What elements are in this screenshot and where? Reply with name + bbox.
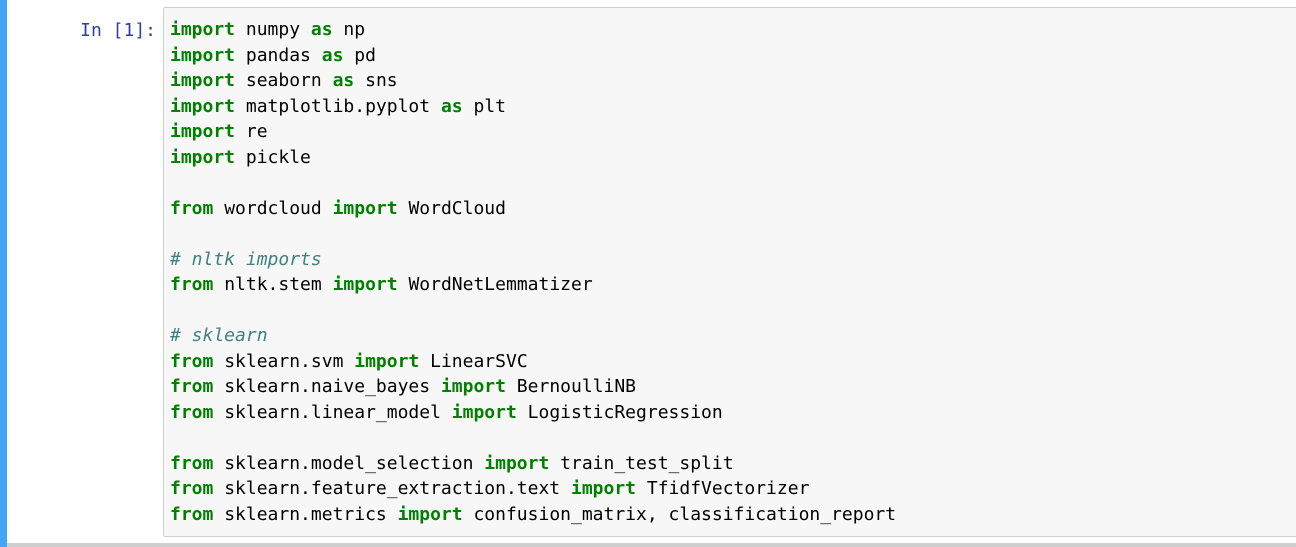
code-input-area[interactable] xyxy=(163,7,1296,537)
keyword-token: from xyxy=(170,197,214,219)
code-line: from nltk.stem import WordNetLemmatizer xyxy=(170,272,896,298)
code-token: sklearn.naive_bayes xyxy=(213,376,441,397)
keyword-token: import xyxy=(570,478,637,499)
code-line: # nltk imports xyxy=(170,247,896,273)
keyword-token: import xyxy=(332,274,398,295)
code-token: numpy xyxy=(235,19,311,40)
code-token: LogisticRegression xyxy=(516,401,723,423)
blank-code-line xyxy=(170,170,896,196)
keyword-token: import xyxy=(170,19,236,40)
keyword-token: import xyxy=(397,503,463,525)
code-token: matplotlib.pyplot xyxy=(235,95,441,117)
keyword-token: as xyxy=(332,70,355,91)
keyword-token: import xyxy=(170,146,236,168)
code-token: pickle xyxy=(235,146,311,168)
cell-selection-indicator xyxy=(0,0,7,547)
blank-code-line xyxy=(170,221,896,247)
code-token: confusion_matrix, classification_report xyxy=(462,503,897,525)
input-prompt: In [1]: xyxy=(80,20,156,41)
code-line: from sklearn.feature_extraction.text imp… xyxy=(170,476,896,502)
code-line: import matplotlib.pyplot as plt xyxy=(170,94,896,120)
keyword-token: from xyxy=(170,274,214,295)
code-token: train_test_split xyxy=(549,452,734,474)
code-line: from sklearn.svm import LinearSVC xyxy=(170,349,896,375)
keyword-token: import xyxy=(332,197,398,219)
code-line: from sklearn.naive_bayes import Bernoull… xyxy=(170,374,896,400)
keyword-token: import xyxy=(440,376,506,397)
code-token: seaborn xyxy=(235,70,333,91)
keyword-token: from xyxy=(170,401,214,423)
code-token: wordcloud xyxy=(213,197,333,219)
keyword-token: import xyxy=(354,350,420,372)
keyword-token: import xyxy=(170,70,236,91)
code-token: sklearn.model_selection xyxy=(213,452,485,474)
code-line: import seaborn as sns xyxy=(170,68,896,94)
code-token: WordCloud xyxy=(397,197,506,219)
code-token: plt xyxy=(462,95,506,117)
code-token: nltk.stem xyxy=(213,274,333,295)
keyword-token: import xyxy=(451,401,517,423)
code-token: pd xyxy=(343,44,376,66)
code-line: from sklearn.metrics import confusion_ma… xyxy=(170,502,896,528)
code-token: BernoulliNB xyxy=(505,376,637,397)
code-token: sklearn.svm xyxy=(213,350,355,372)
code-line: import pandas as pd xyxy=(170,43,896,69)
keyword-token: from xyxy=(170,350,214,372)
code-token: sklearn.feature_extraction.text xyxy=(213,478,571,499)
keyword-token: import xyxy=(484,452,550,474)
code-token: sklearn.metrics xyxy=(213,503,398,525)
keyword-token: from xyxy=(170,478,214,499)
code-token: LinearSVC xyxy=(419,350,528,372)
code-token: pandas xyxy=(235,44,322,66)
keyword-token: from xyxy=(170,503,214,525)
code-token: TfidfVectorizer xyxy=(636,478,810,499)
code-line: import pickle xyxy=(170,145,896,171)
code-line: import re xyxy=(170,119,896,145)
code-token: np xyxy=(332,19,366,40)
code-line: import numpy as np xyxy=(170,17,896,43)
keyword-token: from xyxy=(170,452,214,474)
code-token: WordNetLemmatizer xyxy=(397,274,593,295)
code-token: re xyxy=(235,121,268,142)
keyword-token: as xyxy=(321,44,344,66)
keyword-token: as xyxy=(310,19,333,40)
keyword-token: as xyxy=(440,95,463,117)
blank-code-line xyxy=(170,425,896,451)
comment-token: # nltk imports xyxy=(170,248,322,270)
keyword-token: import xyxy=(170,95,236,117)
code-line: # sklearn xyxy=(170,323,896,349)
code-token: sns xyxy=(354,70,398,91)
next-cell-border xyxy=(7,543,1296,547)
code-token: sklearn.linear_model xyxy=(213,401,452,423)
code-line: from wordcloud import WordCloud xyxy=(170,196,896,222)
blank-code-line xyxy=(170,298,896,324)
code-line: from sklearn.linear_model import Logisti… xyxy=(170,400,896,426)
keyword-token: from xyxy=(170,376,214,397)
keyword-token: import xyxy=(170,44,236,66)
code-line: from sklearn.model_selection import trai… xyxy=(170,451,896,477)
keyword-token: import xyxy=(170,121,236,142)
comment-token: # sklearn xyxy=(170,325,268,346)
